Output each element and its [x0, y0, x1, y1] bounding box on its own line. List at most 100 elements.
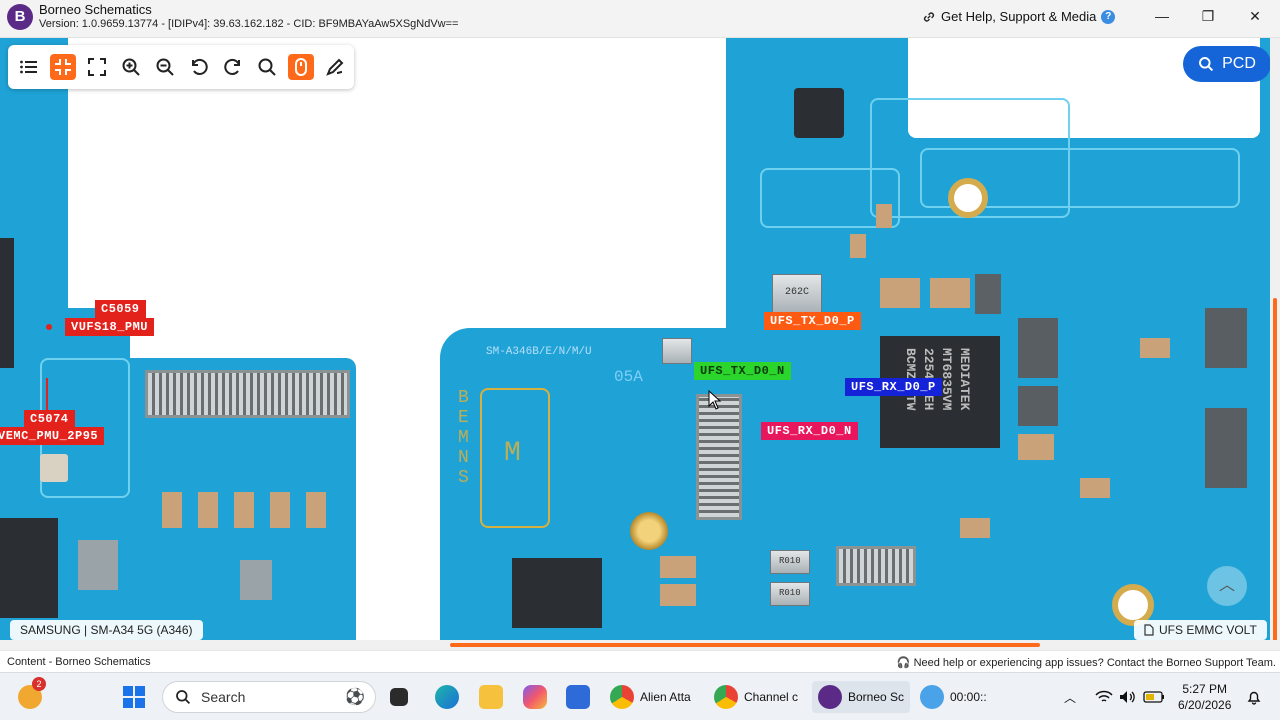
edge-button[interactable] [435, 681, 459, 713]
horizontal-scrollbar[interactable] [0, 640, 1280, 650]
horizontal-scroll-thumb[interactable] [450, 643, 1040, 647]
device-label: SAMSUNG | SM-A34 5G (A346) [10, 620, 203, 640]
fullscreen-button[interactable] [84, 54, 110, 80]
label-ufs-rx-d0-p[interactable]: UFS_RX_D0_P [845, 378, 942, 396]
app-version-info: Version: 1.0.9659.13774 - [IDIPv4]: 39.6… [39, 18, 459, 30]
network-button[interactable] [1095, 681, 1113, 713]
copilot-icon [523, 685, 547, 709]
copilot-button[interactable] [523, 681, 547, 713]
notifications-button[interactable] [1246, 681, 1262, 713]
task-view-icon [390, 688, 408, 706]
label-c5059[interactable]: C5059 [95, 300, 146, 318]
taskbar-app-2[interactable]: Channel c [714, 681, 798, 713]
recorder-icon [920, 685, 944, 709]
title-bar: B Borneo Schematics Version: 1.0.9659.13… [0, 0, 1280, 38]
vertical-scroll-thumb[interactable] [1273, 298, 1277, 648]
taskbar: 2 Search ⚽ Alien Atta Channel c Borneo S… [0, 672, 1280, 720]
support-link-text: Need help or experiencing app issues? Co… [913, 657, 1276, 669]
mouse-icon [295, 58, 307, 76]
rotate-right-button[interactable] [220, 54, 246, 80]
taskbar-app-3-label: Borneo Sc [848, 690, 905, 704]
inductor-262c: 262C [772, 274, 822, 314]
zoom-out-button[interactable] [152, 54, 178, 80]
taskbar-app-4[interactable]: 00:00:: [920, 681, 987, 713]
tray-overflow-button[interactable]: ︿ [1064, 681, 1076, 713]
scroll-top-button[interactable]: ︿ [1207, 566, 1247, 606]
minimize-button[interactable]: — [1155, 8, 1169, 24]
borneo-icon [818, 685, 842, 709]
notification-bell-icon [1247, 691, 1261, 705]
rotate-left-button[interactable] [186, 54, 212, 80]
board-canvas[interactable]: SM-A346B/E/N/M/U 05A BEMNS M 262C MEDIAT… [0, 38, 1270, 640]
vertical-scrollbar[interactable] [1270, 38, 1280, 648]
headset-icon: 🎧 [896, 657, 911, 669]
label-ufs-tx-d0-p[interactable]: UFS_TX_D0_P [764, 312, 861, 330]
search-button[interactable] [254, 54, 280, 80]
wifi-icon [1095, 690, 1113, 702]
maximize-button[interactable]: ❐ [1201, 8, 1215, 24]
board-letters-silk: BEMNS [458, 388, 469, 488]
fullscreen-icon [88, 58, 106, 76]
resistor-r010-a: R010 [770, 550, 810, 574]
chip-line-2: MT6835VM [939, 348, 954, 411]
chevron-up-icon: ︿ [1218, 577, 1235, 594]
store-button[interactable] [566, 681, 590, 713]
mounting-hole-1 [948, 178, 988, 218]
file-explorer-button[interactable] [479, 681, 503, 713]
fit-button[interactable] [50, 54, 76, 80]
mouse-cursor-icon [708, 390, 722, 410]
taskbar-search[interactable]: Search ⚽ [162, 681, 376, 713]
clock-date: 6/20/2026 [1178, 698, 1232, 712]
clock-time: 5:27 PM [1182, 682, 1228, 696]
close-button[interactable]: ✕ [1249, 8, 1261, 24]
pcd-button[interactable]: PCD [1183, 46, 1271, 82]
start-button[interactable] [122, 681, 146, 713]
connector-left [145, 370, 350, 418]
label-c5074[interactable]: C5074 [24, 410, 75, 428]
status-bar: Content - Borneo Schematics 🎧 Need help … [0, 650, 1280, 672]
list-button[interactable] [16, 54, 42, 80]
chip-line-1: MEDIATEK [957, 348, 972, 411]
label-vemc-pmu-2p95[interactable]: VEMC_PMU_2P95 [0, 427, 105, 445]
label-ufs-tx-d0-n[interactable]: UFS_TX_D0_N [694, 362, 791, 380]
search-placeholder: Search [201, 689, 246, 705]
rotate-right-icon [224, 58, 240, 75]
taskbar-app-4-label: 00:00:: [950, 690, 987, 704]
m-mark-silk: M [504, 438, 521, 469]
support-link[interactable]: 🎧 Need help or experiencing app issues? … [897, 656, 1276, 669]
draw-icon [326, 58, 344, 76]
chip-top [794, 88, 844, 138]
battery-button[interactable] [1143, 681, 1165, 713]
connector-ufs [696, 394, 742, 520]
connector-bottom [836, 546, 916, 586]
link-icon [923, 11, 935, 22]
ufs-volt-label[interactable]: UFS EMMC VOLT [1134, 620, 1267, 640]
help-link[interactable]: Get Help, Support & Media ? [922, 9, 1116, 24]
soccer-ball-icon: ⚽ [345, 689, 365, 706]
chrome-icon [610, 685, 634, 709]
zoom-out-icon [156, 58, 174, 76]
search-icon [1199, 57, 1214, 72]
clock[interactable]: 5:27 PM 6/20/2026 [1178, 681, 1231, 713]
draw-button[interactable] [322, 54, 348, 80]
resistor-mark-a: R010 [779, 556, 801, 566]
weather-widget[interactable]: 2 [18, 677, 46, 713]
chip-left-edge [0, 238, 14, 368]
zoom-in-button[interactable] [118, 54, 144, 80]
mouse-mode-button[interactable] [288, 54, 314, 80]
taskbar-app-2-label: Channel c [744, 690, 799, 704]
volume-button[interactable] [1119, 681, 1137, 713]
taskbar-app-1[interactable]: Alien Atta [610, 681, 691, 713]
test-pad [630, 512, 668, 550]
fit-icon [55, 59, 71, 75]
help-link-label: Get Help, Support & Media [941, 9, 1097, 24]
label-vufs18-pmu[interactable]: VUFS18_PMU [65, 318, 155, 336]
app-logo-icon: B [7, 4, 33, 30]
taskbar-app-3[interactable]: Borneo Sc [812, 681, 911, 713]
document-icon [1144, 624, 1154, 636]
label-ufs-rx-d0-n[interactable]: UFS_RX_D0_N [761, 422, 858, 440]
board-model-silk: SM-A346B/E/N/M/U [486, 346, 592, 358]
chrome-icon [714, 685, 738, 709]
task-view-button[interactable] [390, 681, 408, 713]
battery-icon [1143, 691, 1164, 703]
